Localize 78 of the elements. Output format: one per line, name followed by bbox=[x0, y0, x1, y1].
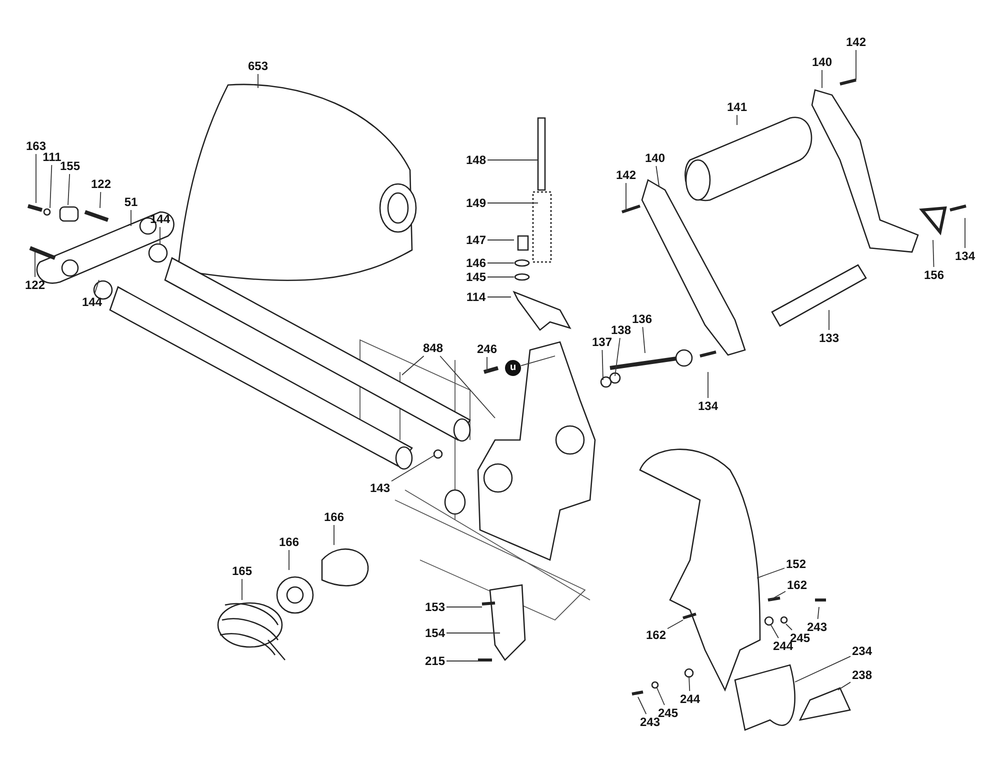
leader-line bbox=[817, 606, 820, 620]
callout-number: 136 bbox=[630, 311, 654, 327]
callout-number: 153 bbox=[424, 599, 446, 615]
leader-line bbox=[487, 262, 514, 264]
leader-line bbox=[756, 568, 785, 578]
leader-line bbox=[520, 356, 556, 366]
callout-number: 51 bbox=[123, 194, 139, 210]
leader-line bbox=[688, 676, 690, 692]
callout-number: 144 bbox=[80, 294, 104, 310]
leader-line bbox=[487, 296, 512, 298]
leader-line bbox=[487, 276, 514, 278]
leader-line bbox=[402, 356, 424, 376]
leader-line bbox=[446, 606, 482, 608]
leader-line bbox=[828, 310, 830, 330]
leader-line bbox=[130, 210, 132, 226]
leader-line bbox=[656, 166, 660, 186]
callout-number: 243 bbox=[806, 619, 828, 635]
leader-line bbox=[440, 356, 496, 418]
callout-number: 144 bbox=[148, 211, 172, 227]
leader-line bbox=[964, 218, 966, 248]
callout-number: 156 bbox=[922, 267, 946, 283]
callout-number: 147 bbox=[464, 232, 488, 248]
callout-number: 140 bbox=[810, 54, 834, 70]
leader-line bbox=[34, 252, 36, 278]
callout-number: 162 bbox=[786, 577, 808, 593]
leader-line bbox=[656, 688, 665, 706]
leader-line bbox=[486, 356, 488, 372]
leader-line bbox=[770, 624, 779, 638]
callout-number: 848 bbox=[422, 340, 444, 356]
callout-number: 141 bbox=[726, 99, 748, 115]
leader-line bbox=[446, 632, 500, 634]
callout-badge: u bbox=[505, 360, 521, 376]
leader-line bbox=[100, 192, 102, 208]
leader-line bbox=[638, 696, 647, 714]
callout-number: 163 bbox=[24, 138, 48, 154]
callout-number: 166 bbox=[278, 534, 300, 550]
callout-number: 154 bbox=[424, 625, 446, 641]
callout-number: 165 bbox=[230, 563, 254, 579]
callout-number: 146 bbox=[464, 255, 488, 271]
callout-number: 133 bbox=[818, 330, 840, 346]
callout-number: 246 bbox=[476, 341, 498, 357]
leader-line bbox=[794, 656, 851, 682]
leader-line bbox=[446, 660, 478, 662]
leader-line bbox=[932, 240, 934, 268]
callout-number: 145 bbox=[464, 269, 488, 285]
leader-line bbox=[667, 620, 684, 630]
callout-number: 149 bbox=[464, 195, 488, 211]
leader-line bbox=[770, 590, 786, 600]
leader-line bbox=[736, 114, 738, 126]
callout-number: 114 bbox=[464, 289, 488, 305]
leader-line bbox=[786, 624, 792, 630]
callout-number: 152 bbox=[784, 556, 808, 572]
leader-line bbox=[94, 280, 100, 294]
callout-number: 134 bbox=[954, 248, 976, 264]
leader-line bbox=[68, 174, 70, 206]
callout-number: 142 bbox=[614, 167, 638, 183]
callout-number: 122 bbox=[24, 277, 46, 293]
callout-number: 234 bbox=[850, 643, 874, 659]
leader-line bbox=[50, 164, 52, 208]
callout-number: 162 bbox=[644, 627, 668, 643]
callout-number: 134 bbox=[696, 398, 720, 414]
leader-line bbox=[838, 682, 851, 690]
callout-number: 143 bbox=[368, 480, 392, 496]
callout-number: 140 bbox=[644, 150, 666, 166]
callout-number: 238 bbox=[850, 667, 874, 683]
callout-number: 653 bbox=[246, 58, 270, 74]
callout-number: 142 bbox=[844, 34, 868, 50]
callout-number: 148 bbox=[464, 152, 488, 168]
leader-line bbox=[391, 454, 436, 482]
callout-number: 244 bbox=[678, 691, 702, 707]
callout-number: 166 bbox=[322, 509, 346, 525]
leader-line bbox=[288, 550, 290, 570]
leader-line bbox=[602, 350, 604, 380]
leader-line bbox=[614, 338, 620, 376]
leader-line bbox=[487, 202, 538, 204]
leader-line bbox=[642, 326, 646, 354]
callout-number: 122 bbox=[90, 176, 112, 192]
callout-number: 215 bbox=[424, 653, 446, 669]
